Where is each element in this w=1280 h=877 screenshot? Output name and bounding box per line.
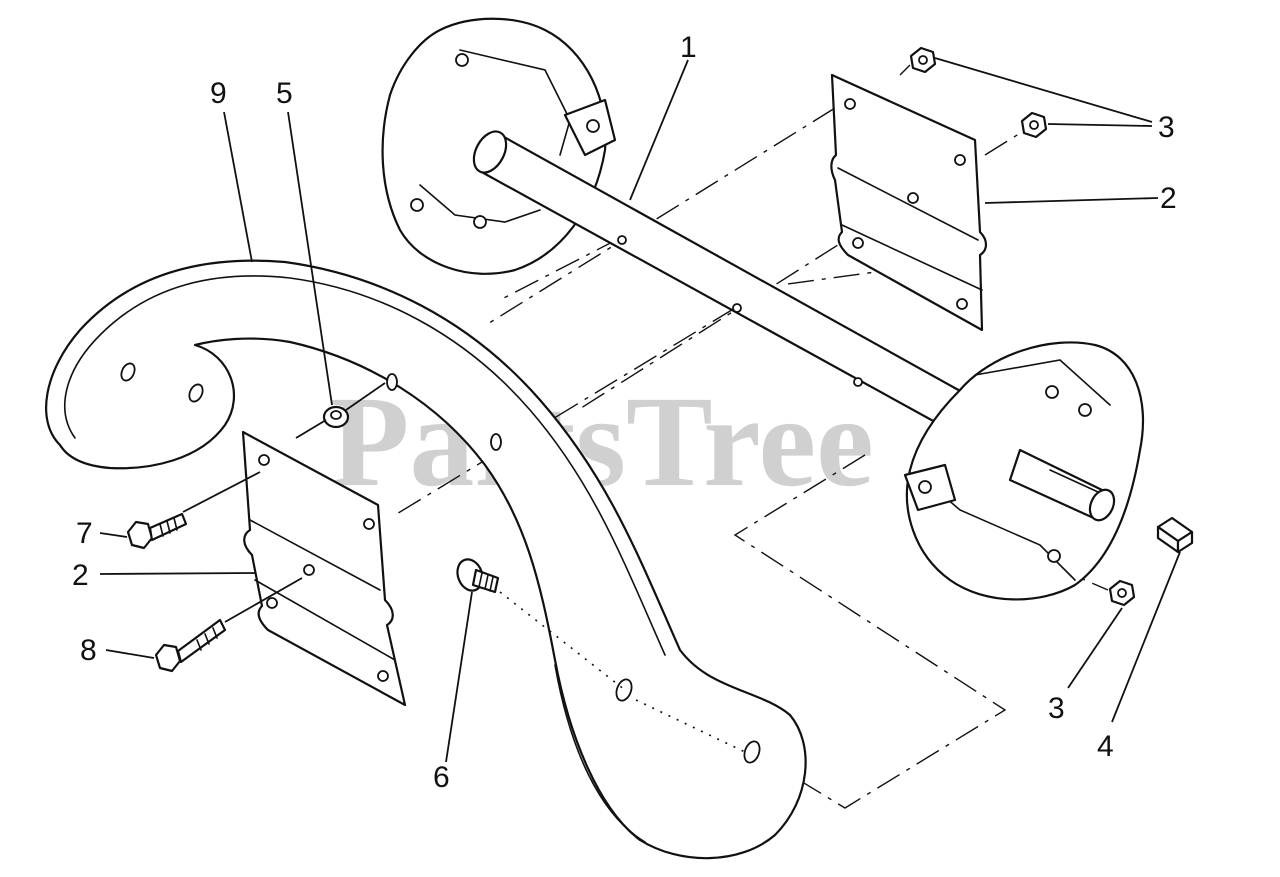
leader-lines — [99, 57, 1181, 763]
part-3-hex-nut-top-2 — [1020, 111, 1048, 139]
part-3-hex-nut-bottom — [1108, 579, 1136, 607]
part-3-hex-nut-top-1 — [909, 46, 937, 74]
callout-3-top: 3 — [1158, 111, 1175, 144]
part-2-paddle-left — [241, 430, 407, 707]
callout-6: 6 — [433, 761, 450, 794]
part-7-hex-bolt — [126, 512, 188, 550]
part-6-shear-bolt — [456, 558, 500, 594]
callout-8: 8 — [80, 634, 97, 667]
callouts: 1 2 2 3 3 4 5 6 7 8 9 — [72, 31, 1177, 794]
part-5-spacer — [322, 405, 350, 429]
callout-2-right: 2 — [1160, 182, 1177, 215]
callout-4: 4 — [1097, 730, 1114, 763]
part-1-auger-shaft — [381, 17, 1145, 601]
part-8-hex-bolt — [154, 618, 227, 673]
callout-2-left: 2 — [72, 559, 89, 592]
callout-3-bottom: 3 — [1048, 692, 1065, 725]
part-2-paddle-right — [830, 73, 988, 332]
part-4-key — [1156, 516, 1194, 554]
fastener-guide-lines — [182, 382, 746, 753]
part-9-auger-flight — [45, 259, 807, 860]
callout-5: 5 — [276, 77, 293, 110]
callout-7: 7 — [76, 517, 93, 550]
callout-9: 9 — [210, 77, 227, 110]
callout-1: 1 — [680, 31, 697, 64]
